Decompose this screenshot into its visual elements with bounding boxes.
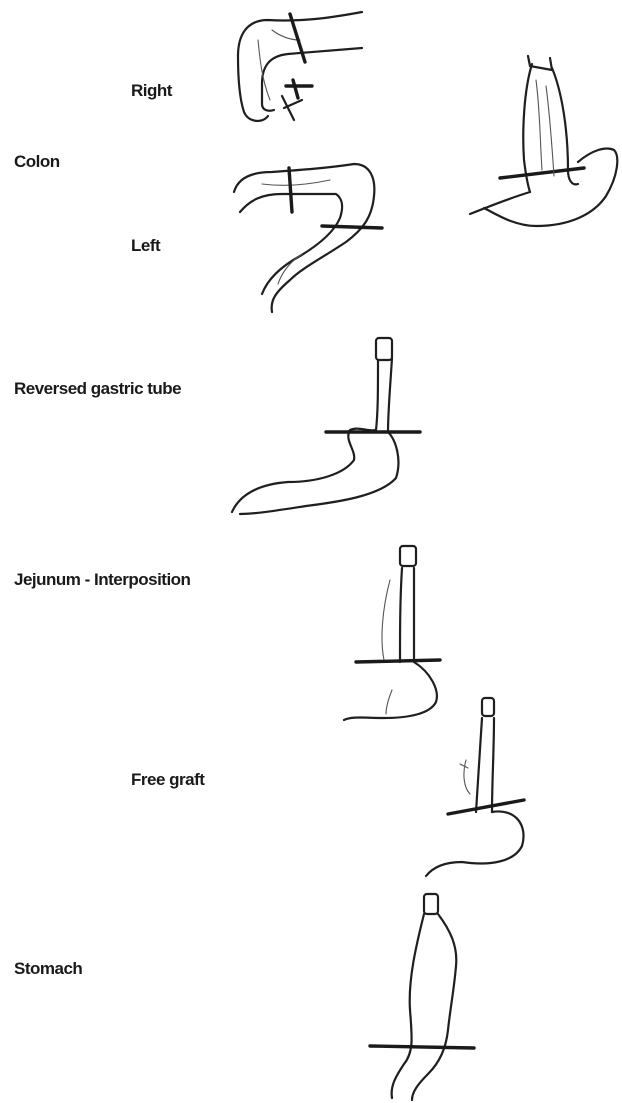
reversed-gastric-tube-drawing bbox=[232, 338, 420, 514]
free-graft-drawing bbox=[426, 698, 524, 876]
right-colon-drawing bbox=[238, 12, 362, 121]
stomach-tube-drawing-top bbox=[470, 56, 617, 226]
left-colon-drawing bbox=[234, 164, 382, 312]
jejunum-interposition-drawing bbox=[344, 546, 440, 720]
stomach-drawing bbox=[370, 894, 474, 1100]
